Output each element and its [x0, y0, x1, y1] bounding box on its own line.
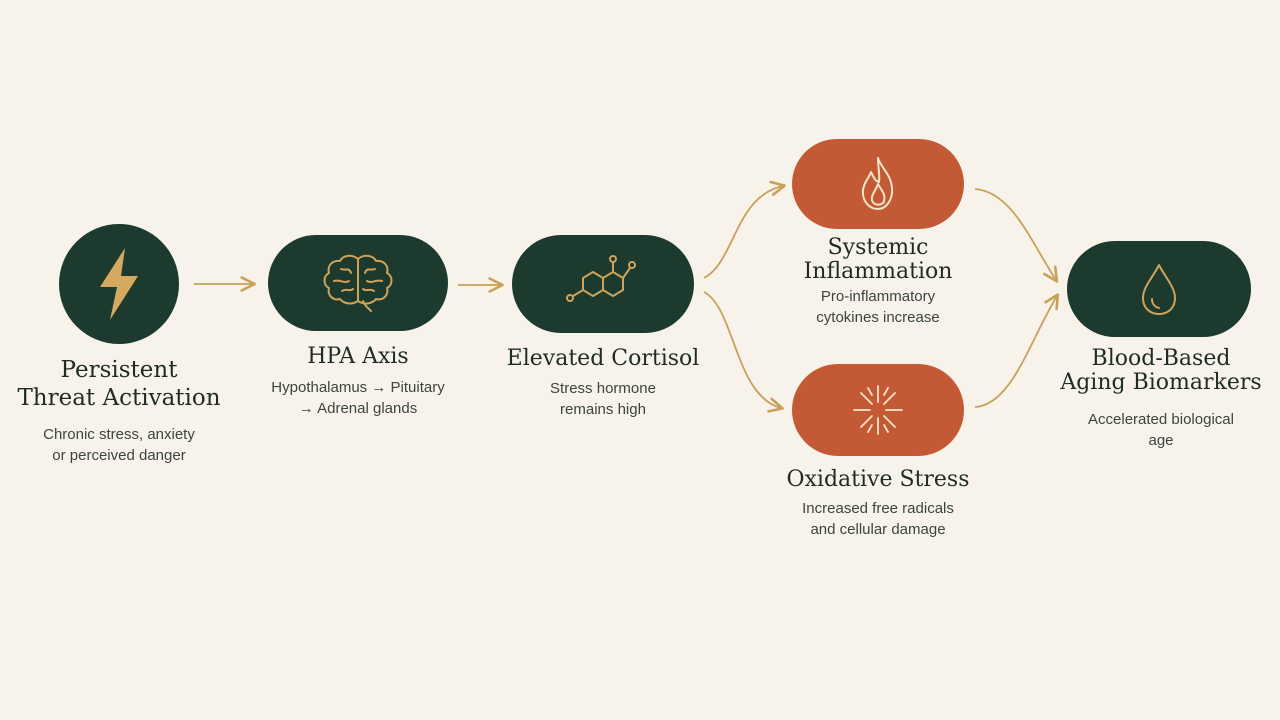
desc-line: Accelerated biological — [1088, 411, 1234, 428]
node-threat-activation — [59, 224, 179, 344]
burst-icon — [853, 385, 903, 435]
node-oxidative-stress — [792, 364, 964, 456]
flame-icon — [861, 157, 894, 210]
edge-cortisol-to-inflammation — [703, 180, 786, 279]
edge-inflammation-to-biomarkers — [974, 188, 1059, 283]
desc-line: remains high — [560, 401, 646, 418]
desc-line: or perceived danger — [52, 447, 186, 464]
node-cortisol-description: Stress hormone remains high — [483, 378, 723, 420]
title-line: Blood-Based — [1091, 346, 1231, 371]
desc-line: age — [1148, 432, 1174, 449]
desc-line: cytokines increase — [816, 309, 940, 326]
title-line: Inflammation — [803, 259, 953, 284]
brain-icon — [323, 254, 393, 312]
title-line: Elevated Cortisol — [506, 346, 700, 371]
edge-cortisol-to-oxidative — [703, 291, 784, 413]
desc-line: and cellular damage — [810, 521, 946, 538]
node-oxidative-description: Increased free radicals and cellular dam… — [758, 498, 998, 540]
node-hpa-title: HPA Axis — [258, 345, 458, 369]
node-hpa-description: Hypothalamus → Pituitary → Adrenal gland… — [238, 377, 478, 419]
title-line: Threat Activation — [17, 385, 221, 411]
title-line: Oxidative Stress — [786, 467, 970, 492]
desc-line: Hypothalamus → Pituitary — [271, 379, 445, 396]
desc-line: Stress hormone — [550, 380, 656, 397]
desc-line: Increased free radicals — [802, 500, 954, 517]
title-line: Persistent — [60, 357, 178, 383]
node-inflammation-description: Pro-inflammatory cytokines increase — [758, 286, 998, 328]
node-biomarkers-title: Blood-Based Aging Biomarkers — [1042, 347, 1280, 395]
node-cortisol-title: Elevated Cortisol — [483, 347, 723, 371]
node-biomarkers-description: Accelerated biological age — [1042, 409, 1280, 451]
title-line: HPA Axis — [307, 344, 409, 369]
node-hpa-axis — [268, 235, 448, 331]
lightning-bolt-icon — [100, 248, 138, 320]
node-systemic-inflammation — [792, 139, 964, 229]
title-line: Systemic — [827, 235, 929, 260]
node-threat-description: Chronic stress, anxiety or perceived dan… — [0, 424, 238, 466]
node-oxidative-title: Oxidative Stress — [758, 468, 998, 492]
node-threat-title: Persistent Threat Activation — [0, 356, 238, 412]
node-blood-biomarkers — [1067, 241, 1251, 337]
desc-line: → Adrenal glands — [298, 400, 418, 417]
edge-oxidative-to-biomarkers — [974, 293, 1060, 408]
molecule-icon — [566, 255, 636, 302]
node-elevated-cortisol — [512, 235, 694, 333]
node-inflammation-title: Systemic Inflammation — [758, 236, 998, 284]
desc-line: Chronic stress, anxiety — [43, 426, 195, 443]
droplet-icon — [1142, 264, 1176, 315]
desc-line: Pro-inflammatory — [820, 288, 936, 305]
title-line: Aging Biomarkers — [1060, 370, 1262, 395]
